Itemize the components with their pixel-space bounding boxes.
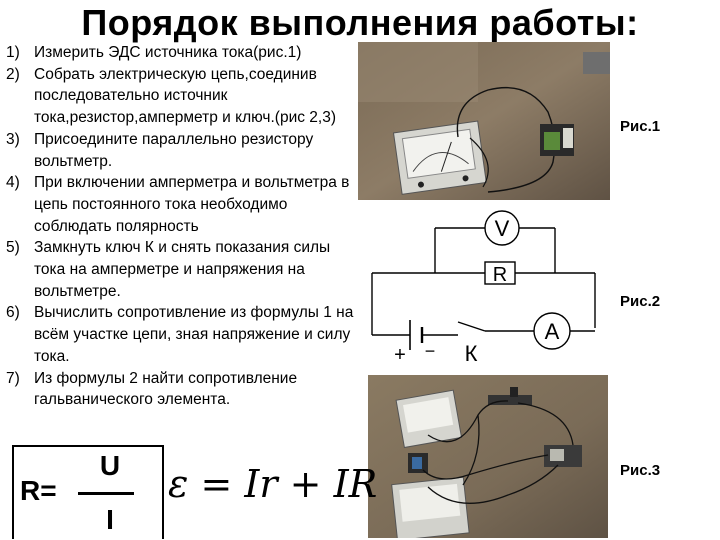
step-item: 4) При включении амперметра и вольтметра … xyxy=(6,172,356,237)
step-number: 2) xyxy=(6,65,20,83)
photo-assembled-circuit xyxy=(368,375,608,538)
voltmeter-symbol xyxy=(484,210,520,246)
figure-1-caption: Рис.1 xyxy=(620,118,661,135)
circuit-diagram: V R A + − К xyxy=(371,210,596,365)
ammeter-label: A xyxy=(545,319,560,344)
step-text: Присоедините параллельно резистору вольт… xyxy=(34,130,314,170)
step-item: 6) Вычислить сопротивление из формулы 1 н… xyxy=(6,302,356,367)
figure-3-caption: Рис.3 xyxy=(620,462,661,479)
step-item: 3) Присоедините параллельно резистору вол… xyxy=(6,129,356,172)
step-text: Замкнуть ключ К и снять показания силы т… xyxy=(34,239,331,300)
figure-2-caption: Рис.2 xyxy=(620,293,661,310)
step-item: 1) Измерить ЭДС источника тока(рис.1) xyxy=(6,42,356,64)
photo-3-image xyxy=(368,375,608,538)
photo-emf-measurement xyxy=(358,42,610,200)
step-number: 7) xyxy=(6,369,20,387)
step-item: 5) Замкнуть ключ К и снять показания силы… xyxy=(6,237,356,302)
formula-1-lhs: R= xyxy=(20,475,57,506)
step-text: При включении амперметра и вольтметра в … xyxy=(34,174,350,235)
voltmeter-label: V xyxy=(495,216,510,241)
resistor-symbol xyxy=(484,261,516,285)
photo-1-image xyxy=(358,42,610,200)
minus-label: − xyxy=(425,341,436,361)
steps-list: 1) Измерить ЭДС источника тока(рис.1) 2) С… xyxy=(6,42,356,411)
step-text: Измерить ЭДС источника тока(рис.1) xyxy=(34,44,302,61)
ammeter-symbol xyxy=(533,312,571,350)
step-number: 5) xyxy=(6,239,20,257)
formula-1-box xyxy=(12,445,164,539)
formula-1-fraction-bar xyxy=(78,492,134,495)
formula-2-emf: ε = Ir + IR xyxy=(168,462,378,506)
step-number: 1) xyxy=(6,44,20,61)
resistor-label: R xyxy=(493,264,507,286)
step-text: Собрать электрическую цепь,соединив посл… xyxy=(34,65,337,127)
step-number: 3) xyxy=(6,130,20,148)
step-item: 7) Из формулы 2 найти сопротивление гальв… xyxy=(6,368,356,411)
formula-1-numerator: U xyxy=(99,450,121,481)
step-number: 4) xyxy=(6,174,20,192)
step-number: 6) xyxy=(6,304,20,322)
plus-label: + xyxy=(394,344,406,365)
formula-1-denominator: I xyxy=(106,504,114,535)
step-text: Вычислить сопротивление из формулы 1 на … xyxy=(34,304,354,365)
page-title: Порядок выполнения работы: xyxy=(81,2,639,43)
key-label: К xyxy=(465,341,478,365)
step-item: 2) Собрать электрическую цепь,соединив по… xyxy=(6,64,356,129)
step-text: Из формулы 2 найти сопротивление гальван… xyxy=(34,369,298,409)
